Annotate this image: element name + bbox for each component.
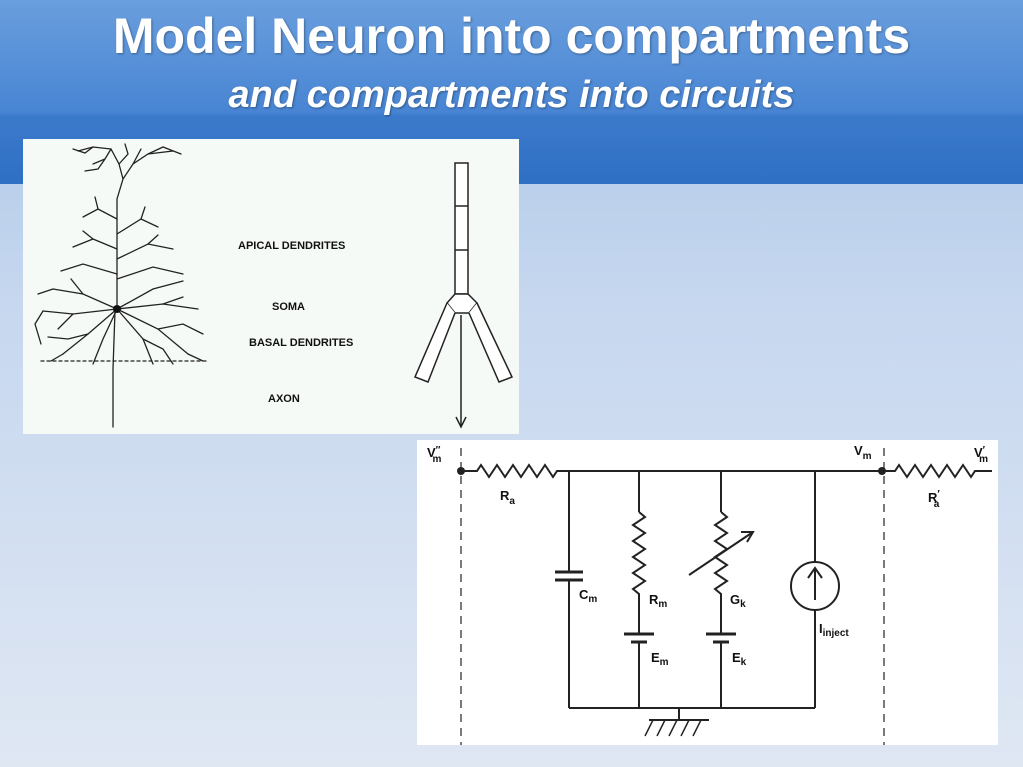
header-sheen [0, 0, 1023, 116]
resistor-gk [713, 511, 729, 634]
resistor-rm [631, 511, 647, 634]
label-v-right: V′m [974, 445, 988, 465]
apical-compartment-stack [454, 162, 469, 295]
circuit-diagram: V″m Vm V′m Ra R′a Cm Rm Em Gk Ek Iinject [427, 443, 992, 745]
axon-arrowhead [455, 416, 467, 429]
label-cm: Cm [579, 587, 597, 605]
label-em: Em [651, 650, 669, 668]
soma-body [113, 305, 121, 313]
node-left [457, 467, 465, 475]
circuit-wires [460, 448, 992, 745]
resistor-ra-prime [882, 463, 992, 479]
label-ek: Ek [732, 650, 747, 668]
label-v-left: V″m [427, 445, 441, 465]
neuron-figure: APICAL DENDRITES SOMA BASAL DENDRITES AX… [23, 139, 519, 434]
compartment-model [414, 162, 514, 429]
variable-arrowhead [741, 531, 755, 543]
label-gk: Gk [730, 592, 746, 610]
node-right [878, 467, 886, 475]
label-rm: Rm [649, 592, 667, 610]
slide-subtitle: and compartments into circuits [228, 74, 795, 116]
neuron-drawing [34, 143, 209, 428]
resistor-ra [461, 463, 882, 479]
label-apical-dendrites: APICAL DENDRITES [238, 240, 345, 252]
slide-title: Model Neuron into compartments [112, 8, 911, 64]
label-ra: Ra [500, 488, 515, 507]
label-axon: AXON [268, 393, 300, 405]
basal-compartment-right [468, 302, 514, 383]
label-soma: SOMA [272, 301, 305, 313]
label-v-mid: Vm [854, 443, 872, 462]
label-ra-prime: R′a [928, 489, 940, 510]
basal-compartment-left [414, 302, 456, 383]
label-iinject: Iinject [819, 621, 849, 639]
circuit-figure: V″m Vm V′m Ra R′a Cm Rm Em Gk Ek Iinject [417, 440, 998, 745]
neuron-diagram: APICAL DENDRITES SOMA BASAL DENDRITES AX… [34, 143, 514, 429]
label-basal-dendrites: BASAL DENDRITES [249, 337, 353, 349]
